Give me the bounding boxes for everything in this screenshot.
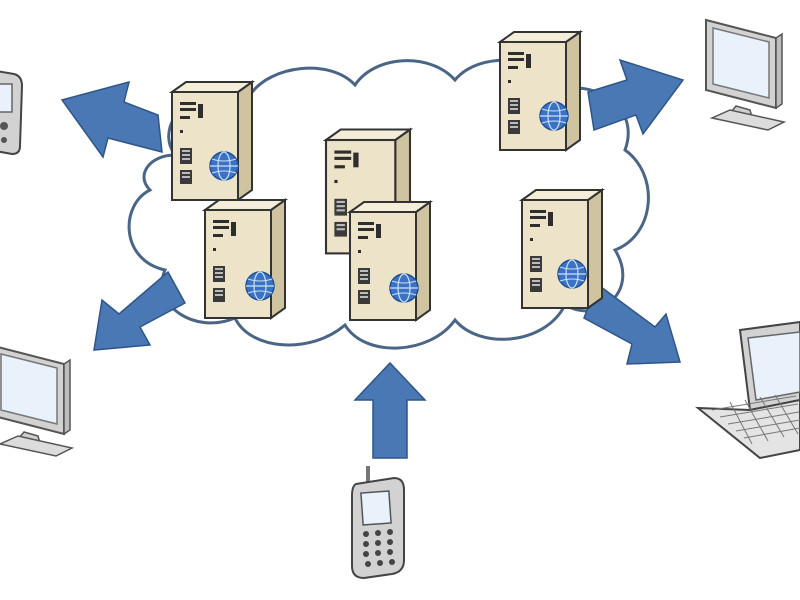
server-mid-left bbox=[204, 199, 286, 319]
arrow-to-bottom-right-laptop bbox=[583, 282, 681, 365]
monitor-top-right bbox=[705, 19, 785, 131]
arrow-from-mobile-phone bbox=[353, 361, 427, 459]
mobile-phone-bottom bbox=[351, 466, 405, 580]
handheld-device-top-left bbox=[0, 70, 24, 156]
monitor-bottom-left bbox=[0, 345, 73, 457]
server-top-left bbox=[171, 81, 253, 201]
server-center-front bbox=[349, 201, 431, 321]
server-mid-right bbox=[521, 189, 603, 309]
arrow-to-top-right-monitor bbox=[587, 58, 685, 136]
laptop-bottom-right bbox=[695, 320, 800, 460]
arrow-to-bottom-left-monitor bbox=[93, 270, 187, 351]
arrow-to-top-left-device bbox=[60, 80, 163, 159]
server-top-right bbox=[499, 31, 581, 151]
